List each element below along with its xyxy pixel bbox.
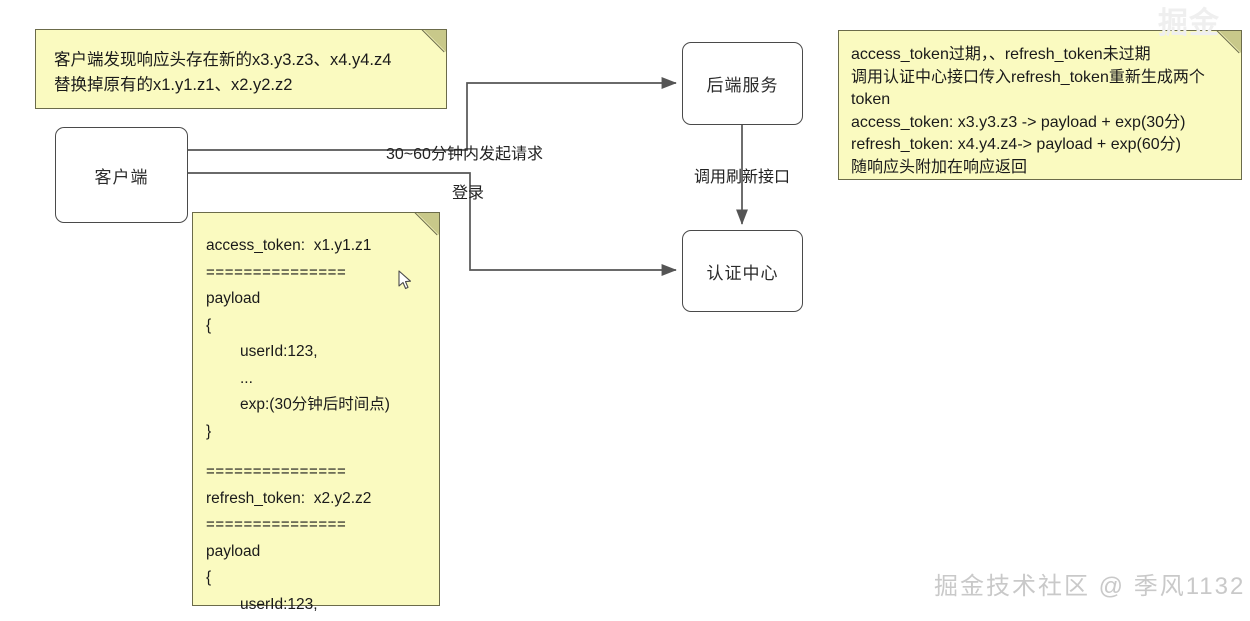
note-spacer bbox=[206, 445, 439, 459]
refresh-token-rule-top: =============== bbox=[206, 463, 347, 480]
note-line: 客户端发现响应头存在新的x3.y3.z3、x4.y4.z4 bbox=[54, 51, 392, 69]
access-payload-label: payload bbox=[206, 290, 261, 307]
access-field-ellipsis: ... bbox=[240, 369, 253, 387]
note-refresh-flow-body: access_token过期，、refresh_token未过期 调用认证中心接… bbox=[839, 31, 1241, 179]
note-line: access_token: x3.y3.z3 -> payload + exp(… bbox=[851, 113, 1186, 131]
note-client-detect: 客户端发现响应头存在新的x3.y3.z3、x4.y4.z4 替换掉原有的x1.y… bbox=[35, 29, 447, 109]
refresh-token-rule-bottom: =============== bbox=[206, 516, 347, 533]
node-client[interactable]: 客户端 bbox=[55, 127, 188, 223]
refresh-token-header: refresh_token: x2.y2.z2 bbox=[206, 489, 372, 507]
access-field-userid: userId:123, bbox=[240, 343, 318, 360]
note-line: refresh_token: x4.y4.z4-> payload + exp(… bbox=[851, 136, 1181, 153]
node-backend-service[interactable]: 后端服务 bbox=[682, 42, 803, 125]
note-refresh-flow: access_token过期，、refresh_token未过期 调用认证中心接… bbox=[838, 30, 1242, 180]
watermark-bottom: 掘金技术社区 @ 季风1132 bbox=[934, 573, 1246, 600]
note-fold-icon bbox=[1219, 31, 1241, 53]
mouse-cursor-icon bbox=[398, 270, 412, 290]
access-brace-open: { bbox=[206, 316, 212, 334]
edge-label-refresh-call: 调用刷新接口 bbox=[694, 169, 791, 186]
access-token-header: access_token: x1.y1.z1 bbox=[206, 237, 372, 254]
note-fold-icon bbox=[424, 30, 446, 52]
refresh-payload-label: payload bbox=[206, 542, 261, 560]
note-line: 调用认证中心接口传入refresh_token重新生成两个 bbox=[851, 68, 1205, 86]
note-line: token bbox=[851, 91, 891, 108]
refresh-field-userid: userId:123, bbox=[240, 595, 318, 613]
access-brace-close: } bbox=[206, 422, 212, 440]
note-line: 随响应头附加在响应返回 bbox=[851, 158, 1028, 176]
access-field-exp: exp:(30分钟后时间点) bbox=[240, 396, 390, 413]
watermark-corner: 掘金 bbox=[1158, 7, 1220, 40]
edge-label-login: 登录 bbox=[452, 185, 485, 202]
refresh-brace-open: { bbox=[206, 569, 212, 586]
edge-label-retry: 30~60分钟内发起请求 bbox=[386, 146, 543, 163]
note-line: 替换掉原有的x1.y1.z1、x2.y2.z2 bbox=[54, 76, 293, 94]
node-auth-center[interactable]: 认证中心 bbox=[682, 230, 803, 312]
note-line: access_token过期，、refresh_token未过期 bbox=[851, 46, 1151, 63]
note-client-detect-body: 客户端发现响应头存在新的x3.y3.z3、x4.y4.z4 替换掉原有的x1.y… bbox=[36, 30, 446, 98]
note-fold-icon bbox=[417, 213, 439, 235]
